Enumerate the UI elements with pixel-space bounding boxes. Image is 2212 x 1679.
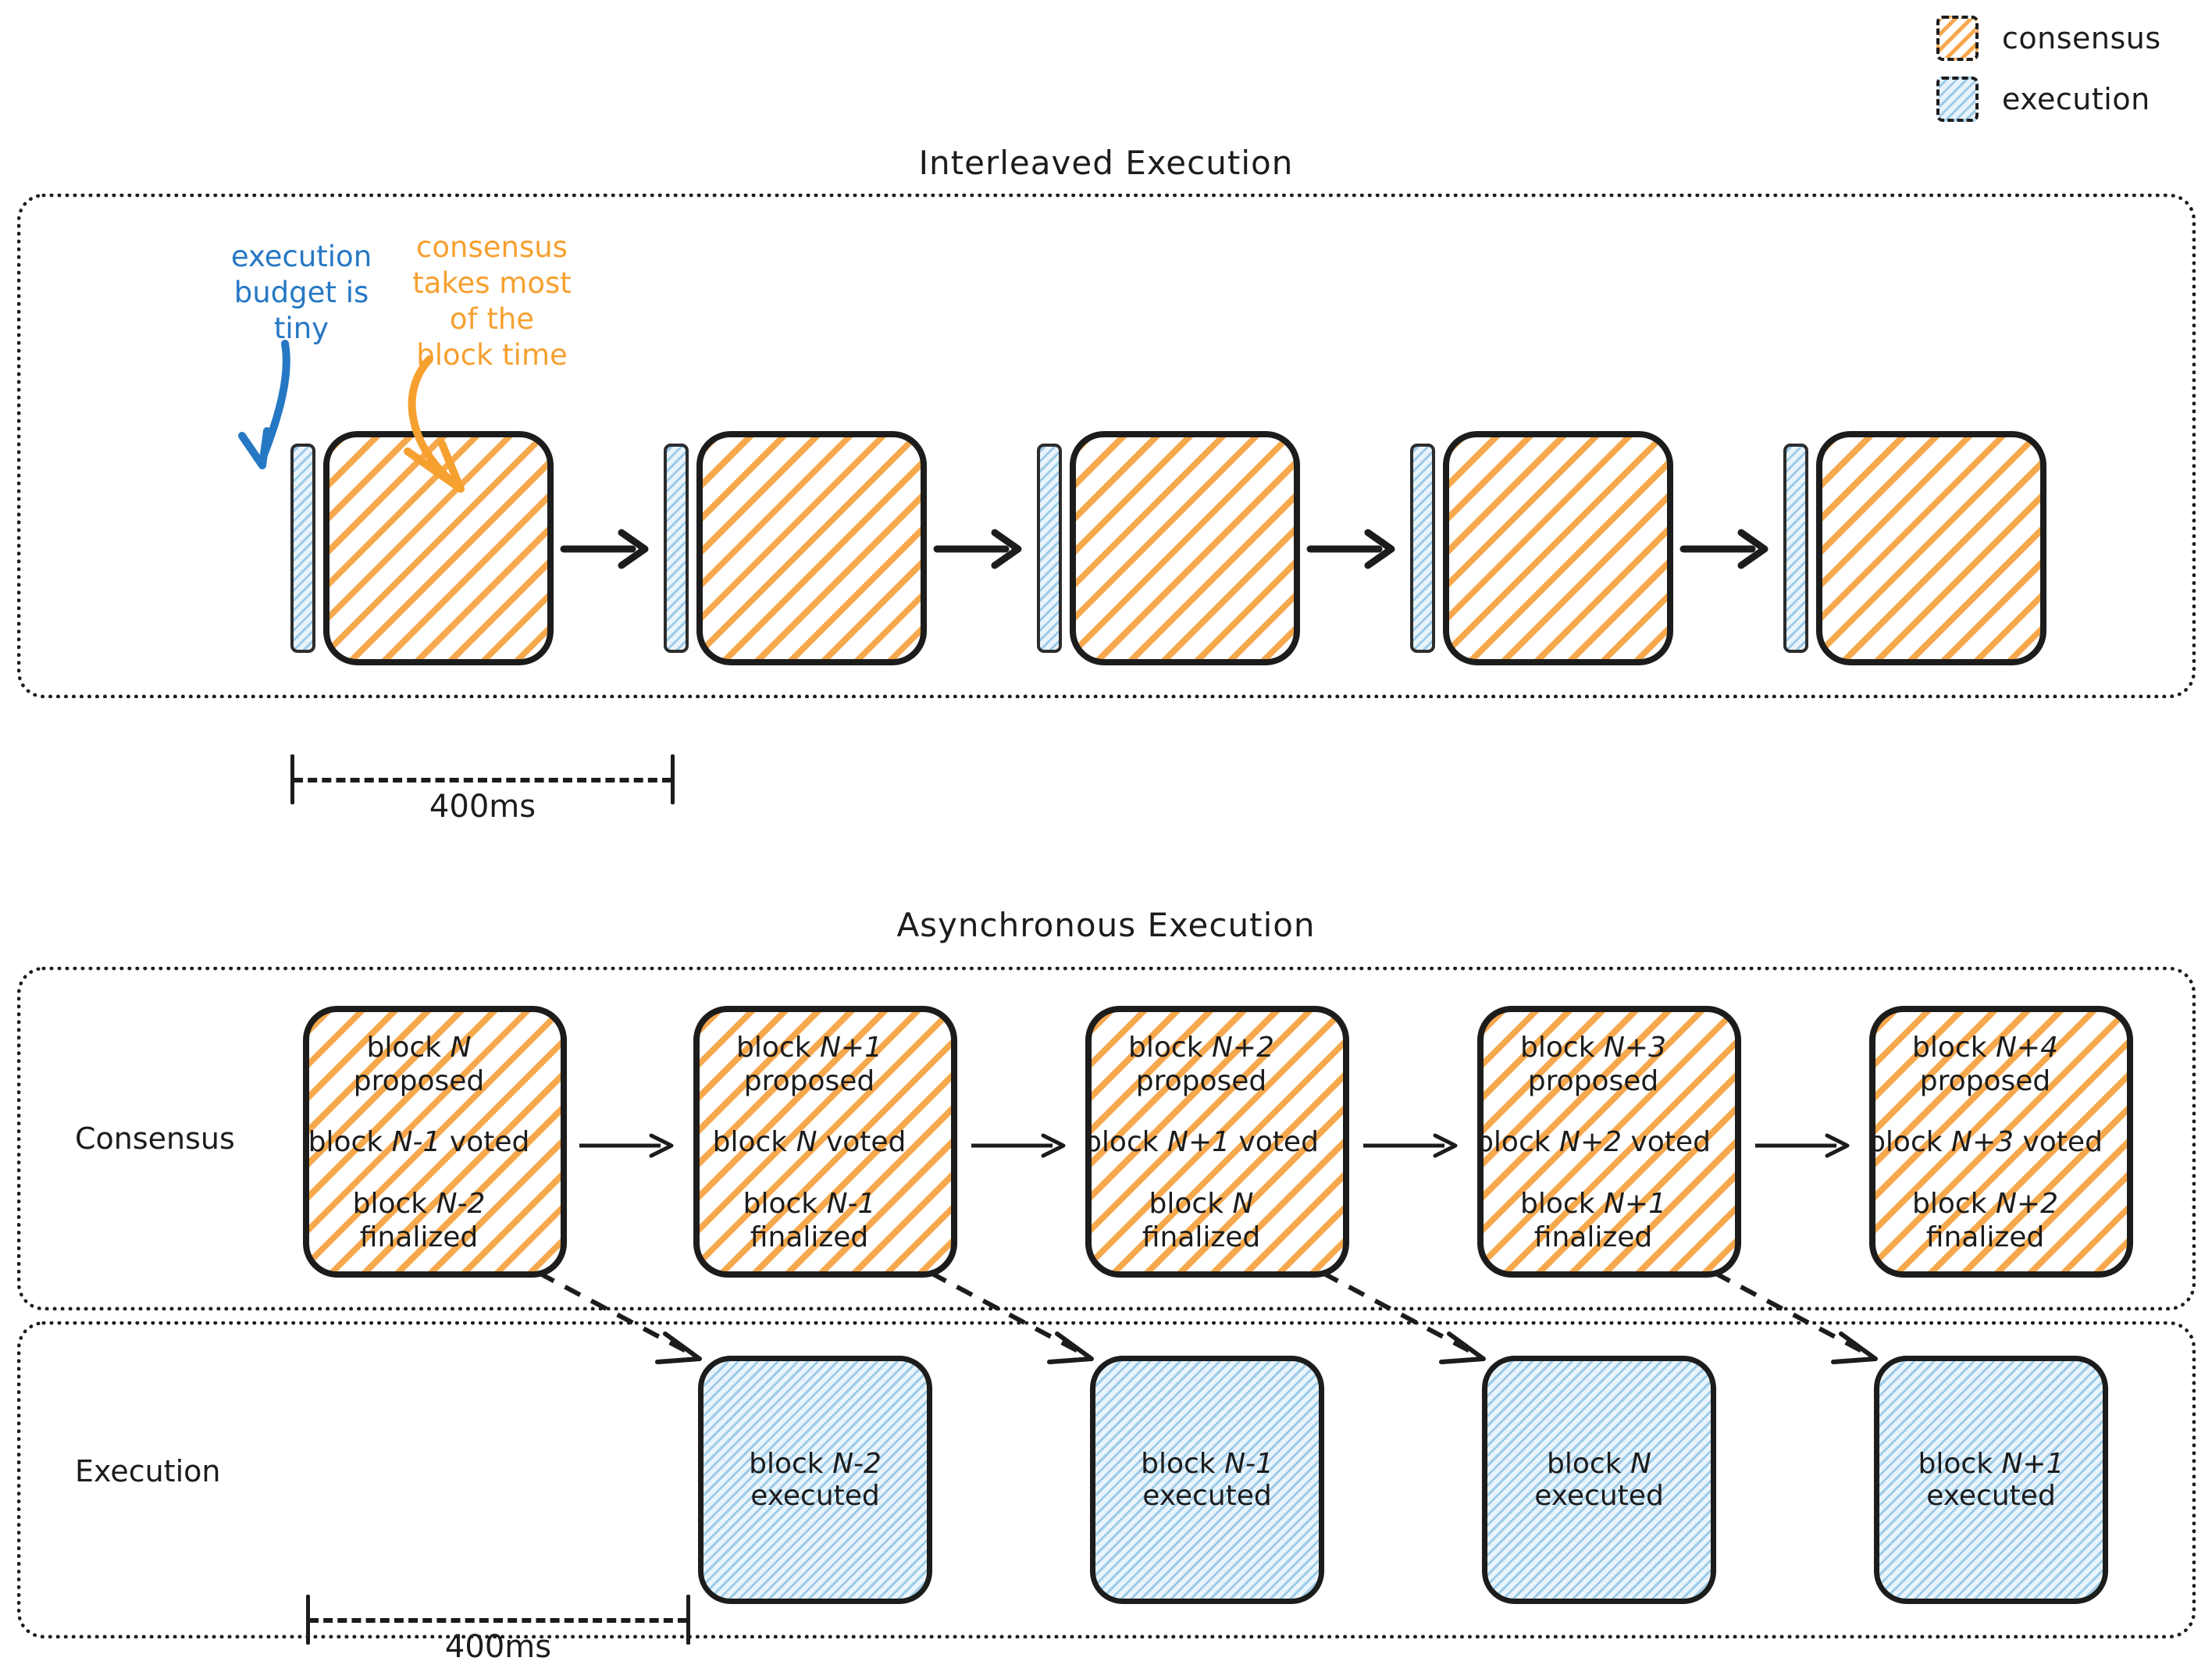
execution-bar [290, 444, 315, 653]
execution-bar [1783, 444, 1808, 653]
execution-bar [1037, 444, 1062, 653]
execution-hatch-swatch-icon [1936, 77, 1979, 122]
interleaved-track [290, 431, 2046, 665]
consensus-flow-arrow-1-icon [579, 1133, 674, 1158]
legend-item-consensus: consensus [1936, 8, 2194, 69]
bracket-dashline [309, 1618, 687, 1623]
row-label-consensus: Consensus [75, 1121, 235, 1156]
consensus-hatch-swatch-icon [1936, 16, 1979, 61]
legend-label-execution: execution [2002, 82, 2150, 116]
execution-bar [1410, 444, 1435, 653]
annotation-arrow-execution-icon [238, 340, 290, 469]
section-title-interleaved: Interleaved Execution [918, 144, 1294, 182]
consensus-voted-line: block N voted [712, 1126, 907, 1159]
consensus-voted-line: block N+1 voted [1084, 1126, 1319, 1159]
bracket-400ms-asynchronous: 400ms [306, 1595, 690, 1673]
consensus-flow-arrow-2-icon [971, 1133, 1066, 1158]
flow-arrow-1 [560, 529, 649, 569]
interleaved-slot-2 [664, 431, 927, 665]
handoff-arrow-3-icon [1321, 1271, 1486, 1364]
section-title-asynchronous: Asynchronous Execution [896, 906, 1316, 944]
consensus-voted-line: block N+3 voted [1868, 1126, 2103, 1159]
annotation-consensus-block-time: consensus takes most of the block time [412, 230, 572, 372]
consensus-box [696, 431, 927, 665]
interleaved-slot-3 [1037, 431, 1300, 665]
handoff-arrow-2-icon [929, 1271, 1094, 1364]
bracket-dashline [294, 778, 671, 782]
annotation-execution-budget: execution budget is tiny [230, 240, 372, 345]
consensus-flow-arrow-3-icon [1363, 1133, 1458, 1158]
legend-label-consensus: consensus [2002, 21, 2161, 55]
bracket-cap-right [686, 1595, 690, 1645]
panel-execution-row [17, 1321, 2196, 1638]
handoff-arrow-1-icon [537, 1271, 702, 1364]
execution-bar [664, 444, 689, 653]
interleaved-slot-4 [1410, 431, 1673, 665]
consensus-box [1816, 431, 2046, 665]
bracket-cap-left [290, 754, 294, 804]
flow-arrow-2 [933, 529, 1022, 569]
flow-arrow-3 [1306, 529, 1395, 569]
bracket-label: 400ms [429, 789, 536, 825]
row-label-execution: Execution [75, 1454, 221, 1488]
bracket-label: 400ms [444, 1629, 552, 1665]
panel-interleaved [17, 194, 2196, 698]
consensus-flow-arrow-4-icon [1755, 1133, 1850, 1158]
annotation-arrow-consensus-icon [404, 355, 465, 493]
legend: consensus execution [1936, 8, 2194, 130]
bracket-cap-left [306, 1595, 310, 1645]
panel-consensus-row [17, 967, 2196, 1310]
interleaved-slot-5 [1783, 431, 2046, 665]
consensus-box [1070, 431, 1300, 665]
bracket-400ms-interleaved: 400ms [290, 754, 675, 832]
consensus-box [1443, 431, 1673, 665]
consensus-voted-line: block N+2 voted [1476, 1126, 1711, 1159]
consensus-voted-line: block N-1 voted [308, 1126, 530, 1159]
legend-item-execution: execution [1936, 69, 2194, 130]
handoff-arrow-4-icon [1713, 1271, 1878, 1364]
flow-arrow-4 [1679, 529, 1769, 569]
bracket-cap-right [671, 754, 675, 804]
